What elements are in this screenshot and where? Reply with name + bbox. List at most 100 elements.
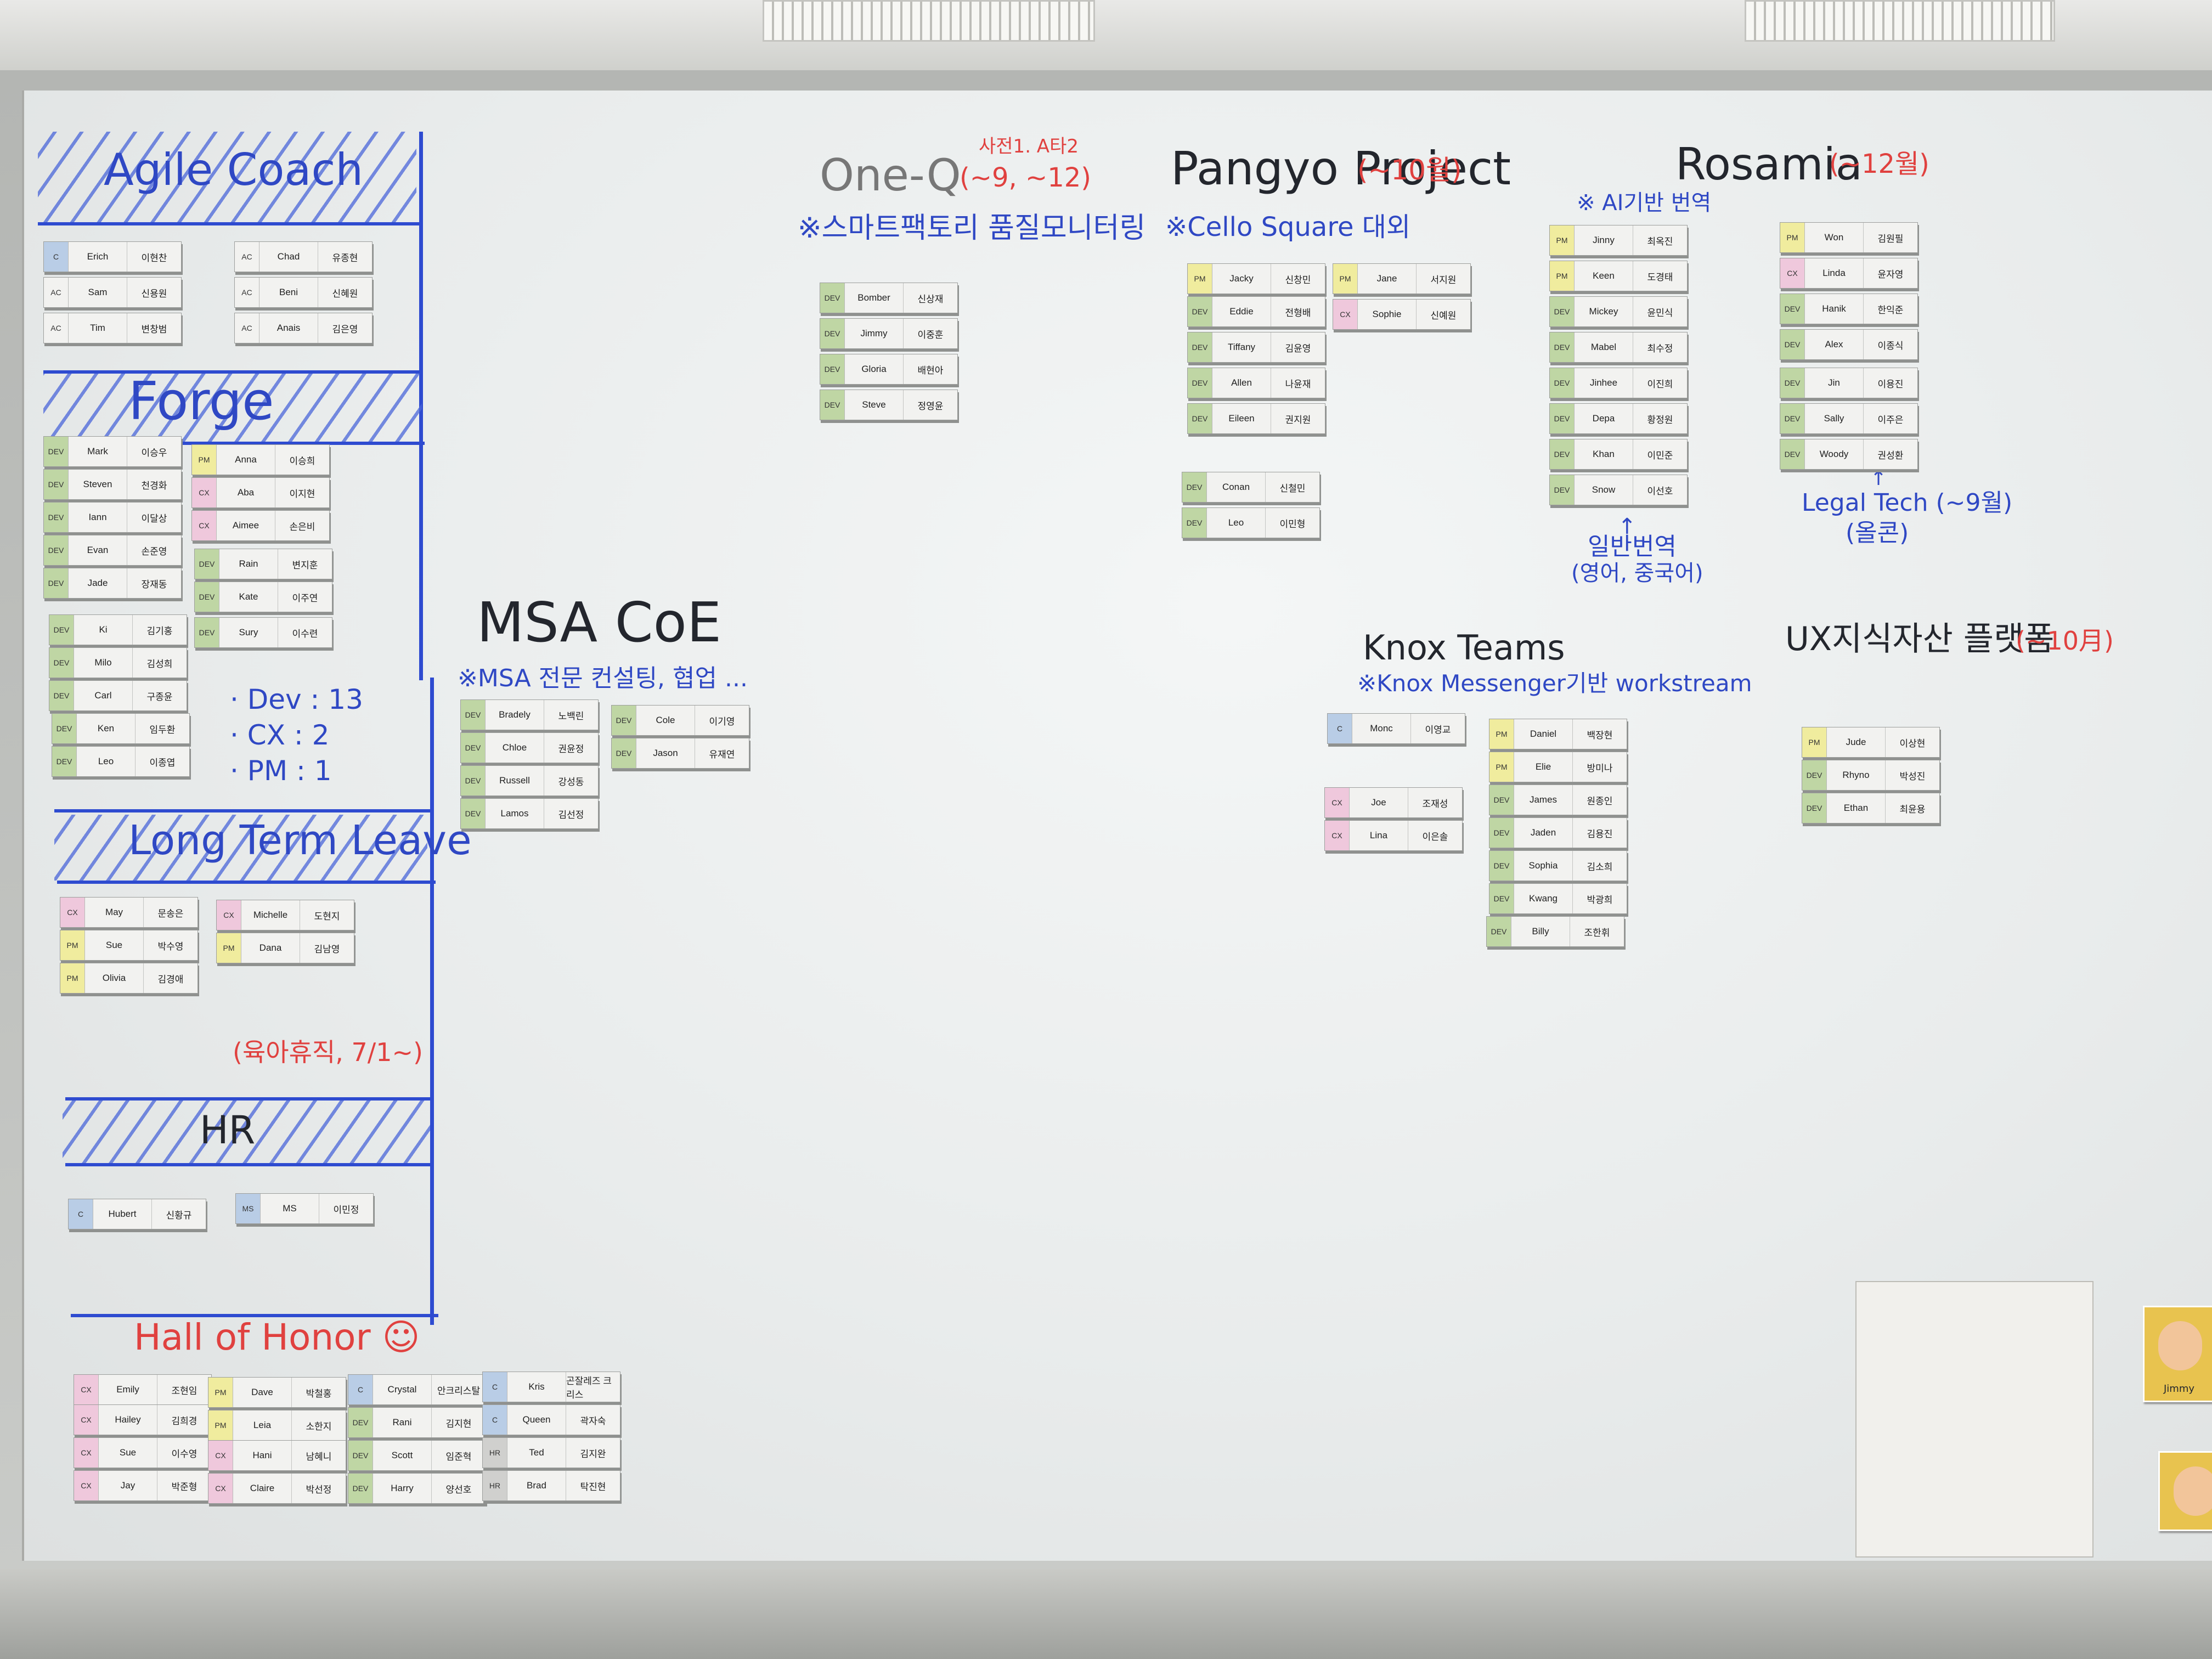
divider (54, 809, 433, 812)
english-name: Eddie (1212, 297, 1271, 326)
korean-name: 안크리스탈 (437, 1385, 481, 1396)
role-badge: DEV (1188, 297, 1212, 326)
korean-name: 김용진 (1587, 828, 1613, 839)
note-forge-dev: · Dev : 13 (230, 684, 363, 715)
english-name: Keen (1575, 261, 1633, 291)
role-badge: PM (1333, 264, 1358, 294)
